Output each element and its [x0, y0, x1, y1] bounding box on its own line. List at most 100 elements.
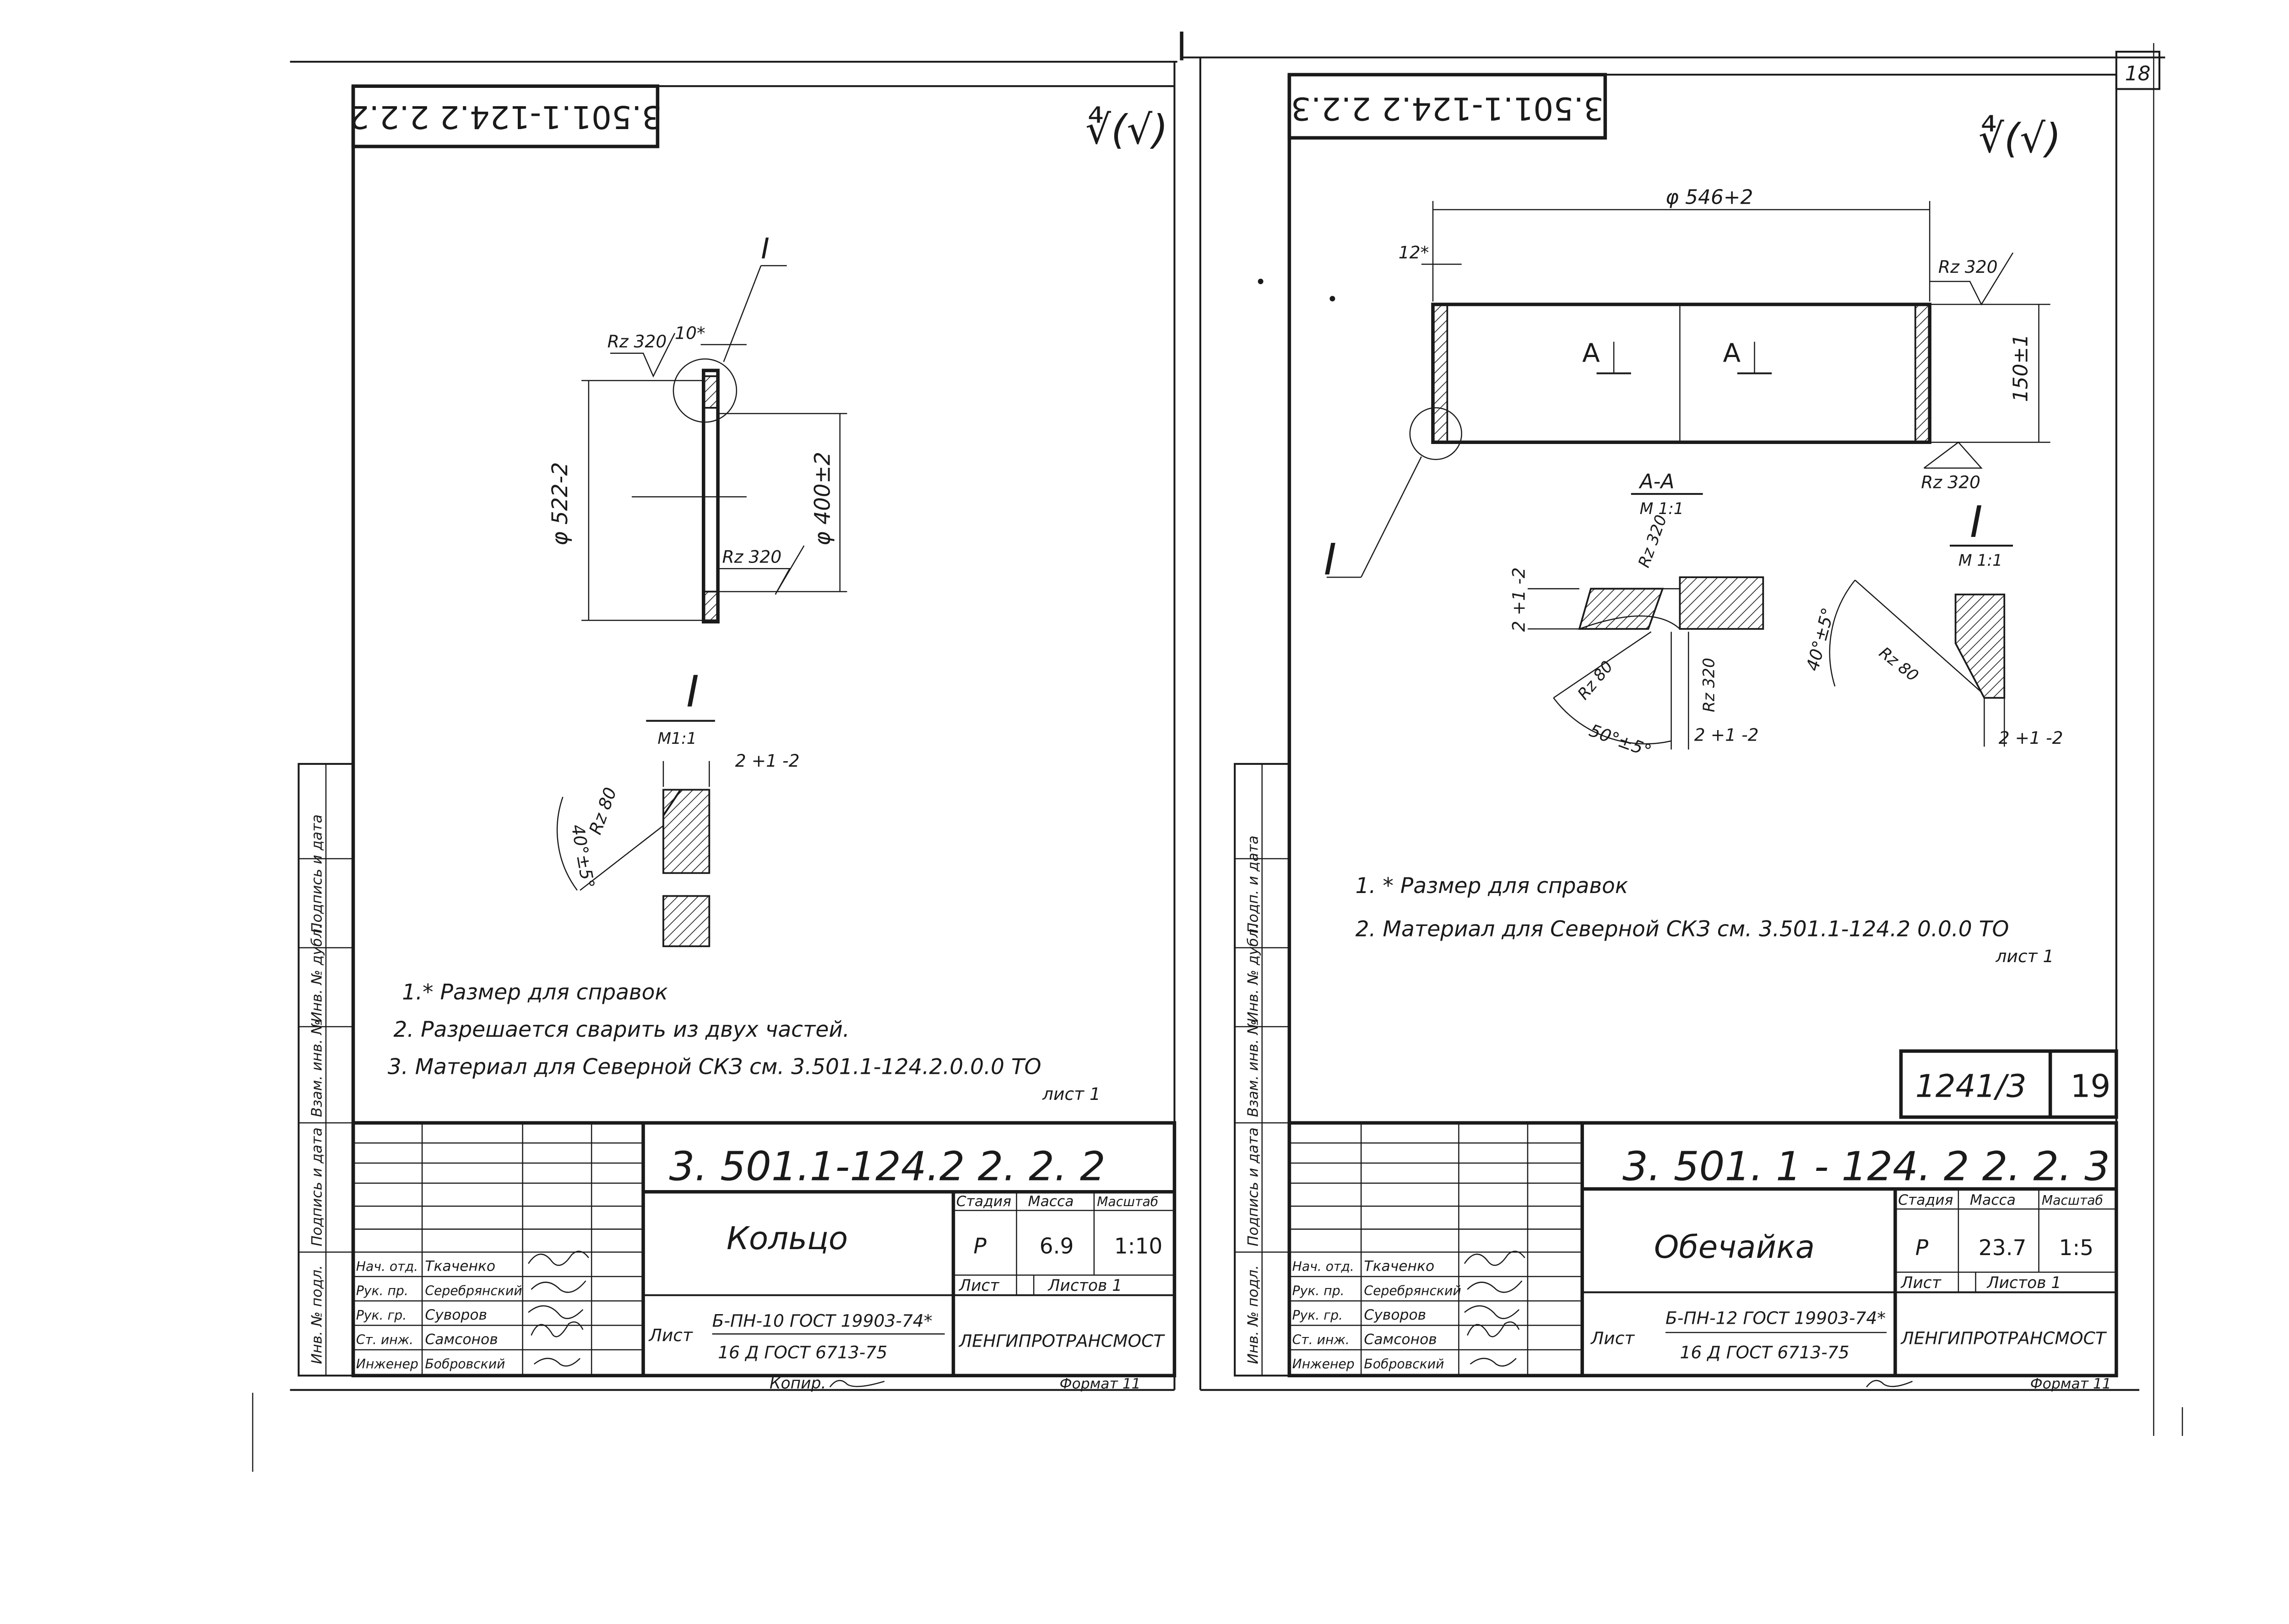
tb-col-stage: Стадия: [956, 1193, 1011, 1210]
tb-role-2: Рук. пр.: [1292, 1283, 1345, 1299]
tb-name-2: Серебрянский: [425, 1283, 522, 1299]
rz-weld: Rz 320: [1635, 513, 1671, 570]
dim-wall: 12*: [1399, 243, 1429, 263]
tb-name-3: Суворов: [425, 1307, 487, 1323]
callout-I: I: [761, 232, 769, 265]
detail-gap: 2 +1 -2: [1999, 728, 2063, 748]
tb-name-4: Самсонов: [1364, 1331, 1437, 1348]
tb-col-scale: Масштаб: [2042, 1193, 2103, 1208]
callout-I: I: [1324, 535, 1337, 585]
dim-gap: 2 +1 -2: [735, 751, 800, 771]
detail-rz: Rz 80: [1876, 644, 1922, 685]
detail-title: I: [1970, 498, 1983, 547]
dim-thickness: 10*: [675, 323, 705, 343]
title-block-right: 3. 501. 1 - 124. 2 2. 2. 3 Обечайка Стад…: [1287, 1121, 2118, 1378]
tb-org: ЛЕНГИПРОТРАНСМОСТ: [1900, 1328, 2107, 1348]
section-scale: М 1:1: [1640, 500, 1684, 518]
footer-copy: Копир.: [770, 1375, 826, 1393]
detail-scale: M1:1: [657, 730, 696, 748]
scan-artifacts: [252, 32, 2183, 1472]
tb-name-5: Бобровский: [1364, 1357, 1444, 1372]
tb-name: Кольцо: [727, 1220, 848, 1257]
title-block-left: 3. 501.1-124.2 2. 2. 2 Кольцо Стадия Мас…: [351, 1121, 1177, 1378]
detail-angle: 40°±5°: [1802, 606, 1839, 673]
weld-edge: 2 +1 -2: [1509, 567, 1529, 632]
rz-sec-80: Rz 80: [1574, 658, 1617, 704]
side-label-5: Подпись и дата: [309, 814, 325, 933]
tb-stage: Р: [973, 1234, 987, 1259]
rz-detail: Rz 80: [585, 785, 620, 837]
page-number: 18: [2125, 62, 2151, 86]
tb-material-2: 16 Д ГОСТ 6713-75: [1680, 1343, 1849, 1363]
tb-sheet-label: Лист: [1900, 1274, 1941, 1292]
signatures: [528, 1250, 589, 1367]
side-label-2: Подпись и дата: [309, 1127, 325, 1246]
tb-mass: 23.7: [1979, 1235, 2027, 1261]
weld-gap: 2 +1 -2: [1694, 725, 1759, 745]
tb-mass: 6.9: [1040, 1234, 1074, 1259]
note-2: 2. Разрешается сварить из двух частей.: [393, 1017, 850, 1042]
tb-name-5: Бобровский: [425, 1357, 505, 1372]
tb-material-2: 16 Д ГОСТ 6713-75: [718, 1343, 887, 1363]
side-column-right: Инв. № подл. Подпись и дата Взам. инв. №…: [1234, 763, 1291, 1377]
side-label-3: Взам. инв. №: [1245, 1020, 1261, 1117]
tb-col-mass: Масса: [1970, 1192, 2016, 1208]
side-label-1: Инв. № подл.: [309, 1265, 325, 1364]
tb-name-1: Ткаченко: [1364, 1258, 1434, 1274]
tb-stage: Р: [1915, 1235, 1929, 1261]
note-1: 1.* Размер для справок: [402, 980, 668, 1005]
detail-I-left: I M1:1 2 +1 -2 40°±5° Rz 80: [556, 667, 800, 947]
tb-role-2: Рук. пр.: [356, 1283, 408, 1299]
section-marker-2: А: [1723, 339, 1741, 368]
dim-height: 150±1: [2009, 334, 2032, 402]
tb-name-1: Ткаченко: [425, 1258, 495, 1274]
side-label-1: Инв. № подл.: [1245, 1265, 1261, 1364]
tb-material-prefix: Лист: [1590, 1328, 1635, 1348]
note-1: 1. * Размер для справок: [1356, 873, 1628, 899]
tb-role-5: Инженер: [1292, 1357, 1355, 1372]
side-label-2: Подпись и дата: [1245, 1127, 1261, 1246]
shell-front-view: I φ 546+2 12* 150±1 Rz 320 Rz 320 А А: [1324, 185, 2050, 585]
note-3: 3. Материал для Северной СКЗ см. 3.501.1…: [388, 1055, 1041, 1080]
weld-angle: 50°±5°: [1587, 720, 1654, 761]
note-tail: лист 1: [1995, 946, 2054, 966]
tb-role-4: Ст. инж.: [1292, 1332, 1350, 1347]
page-number-box: [2115, 50, 2160, 90]
detail-I-right: I М 1:1 2 +1 -2 40°±5° Rz 80: [1802, 498, 2063, 748]
tb-scale: 1:10: [1114, 1234, 1163, 1259]
right-sheet: 18 3.501.1-124.2 2.2.3 ∜(√) I φ 546+2 12…: [1180, 50, 2165, 1392]
stamp-code: 3.501.1-124.2 2.2.3: [1291, 90, 1604, 126]
rz-top: Rz 320: [1938, 257, 1998, 277]
tb-name-3: Суворов: [1364, 1307, 1426, 1323]
dim-diameter: φ 546+2: [1665, 185, 1753, 209]
tb-material-prefix: Лист: [648, 1325, 693, 1345]
tb-material-1: Б-ПН-10 ГОСТ 19903-74*: [712, 1311, 933, 1331]
notes-right: 1. * Размер для справок 2. Материал для …: [1356, 873, 2054, 966]
ref-box: 1241/3 19: [1899, 1049, 2118, 1119]
side-label-4: Инв. № дубл.: [1245, 924, 1261, 1023]
section-marker-1: А: [1582, 339, 1600, 368]
tb-org: ЛЕНГИПРОТРАНСМОСТ: [958, 1331, 1165, 1351]
side-label-4: Инв. № дубл.: [309, 924, 325, 1023]
stamp-box: [1287, 73, 1607, 140]
tb-col-stage: Стадия: [1898, 1192, 1953, 1208]
roughness-mark: ∜(√): [1979, 115, 2061, 162]
dim-outer-diameter: φ 522-2: [548, 462, 573, 546]
rz-bottom: Rz 320: [1921, 472, 1980, 493]
section-title: А-А: [1638, 470, 1675, 493]
side-label-3: Взам. инв. №: [309, 1020, 325, 1117]
notes-left: 1.* Размер для справок 2. Разрешается св…: [388, 980, 1101, 1104]
footer-format: Формат 11: [2030, 1376, 2111, 1392]
tb-code: 3. 501. 1 - 124. 2 2. 2. 3: [1622, 1143, 2110, 1190]
tb-material-1: Б-ПН-12 ГОСТ 19903-74*: [1665, 1308, 1886, 1328]
tb-role-3: Рук. гр.: [1292, 1308, 1343, 1323]
tb-sheets-label: Листов 1: [1047, 1277, 1122, 1295]
side-label-5: Подп. и дата: [1245, 835, 1261, 933]
stamp-code: 3.501.1-124.2 2.2.2: [349, 98, 662, 135]
tb-role-4: Ст. инж.: [356, 1332, 413, 1347]
side-column-left: Инв. № подл. Подпись и дата Взам. инв. №…: [298, 763, 354, 1377]
tb-code: 3. 501.1-124.2 2. 2. 2: [669, 1143, 1105, 1190]
rz-sec-320: Rz 320: [1700, 658, 1719, 712]
ring-side-view: I φ 522-2 φ 400±2 10* Rz 320 Rz 320: [548, 232, 847, 624]
